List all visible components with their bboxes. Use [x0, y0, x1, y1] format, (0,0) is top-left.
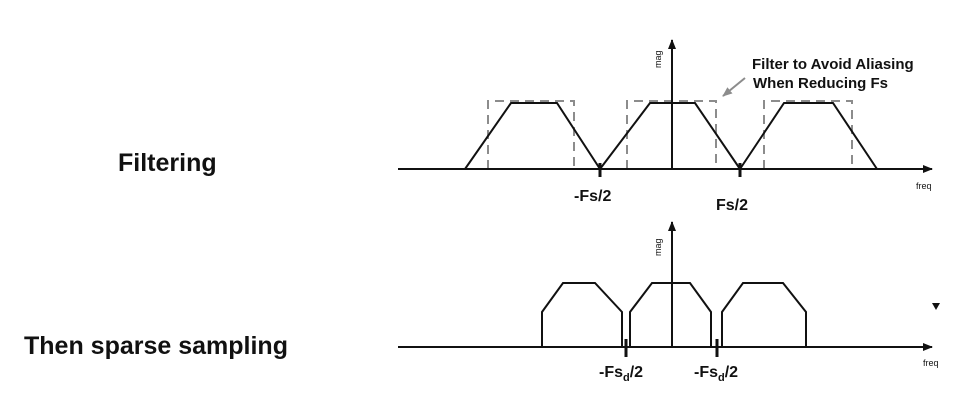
tick-label-left-prefix: -Fs: [599, 364, 623, 381]
bottom-y-axis-label: mag: [653, 238, 663, 256]
tick-label-left-sub: d: [623, 372, 630, 384]
spectrum-replica-left: [464, 102, 601, 170]
filtering-label: Filtering: [118, 149, 217, 177]
tick-label-fs-half: Fs/2: [716, 197, 748, 214]
spectrum-replica-center: [599, 102, 741, 170]
sampled-replica-center: [629, 282, 712, 347]
tick-label-left-fsd-half: -Fsd/2: [599, 364, 643, 384]
sparse-sampling-label: Then sparse sampling: [24, 332, 288, 360]
sampled-replica-right: [721, 282, 807, 347]
tick-label-right-prefix: -Fs: [694, 364, 718, 381]
tick-label-right-suffix: /2: [725, 364, 738, 381]
triangle-marker-icon: [932, 303, 940, 310]
filter-box-left: [487, 100, 575, 169]
bottom-x-axis-label: freq: [923, 358, 939, 368]
annotation-line-1: Filter to Avoid Aliasing: [752, 56, 914, 73]
tick-label-right-fsd-half: -Fsd/2: [694, 364, 738, 384]
top-y-axis-label: mag: [653, 50, 663, 68]
top-plot: mag freq -Fs/2 Fs/2 Filter to Avoid Alia…: [398, 39, 933, 214]
anti-alias-filter-boxes: [487, 100, 853, 169]
tick-label-minus-fs-half: -Fs/2: [574, 188, 611, 205]
tick-label-right-sub: d: [718, 372, 725, 384]
sampled-replica-left: [541, 282, 623, 347]
spectrum-replica-right: [739, 102, 878, 170]
bottom-plot: mag freq -Fsd/2 -Fsd/2: [398, 221, 940, 384]
top-x-axis-label: freq: [916, 181, 932, 191]
annotation-arrow: [722, 77, 746, 97]
annotation-line-2: When Reducing Fs: [753, 75, 888, 92]
filter-box-right: [763, 100, 853, 169]
tick-label-left-suffix: /2: [630, 364, 643, 381]
